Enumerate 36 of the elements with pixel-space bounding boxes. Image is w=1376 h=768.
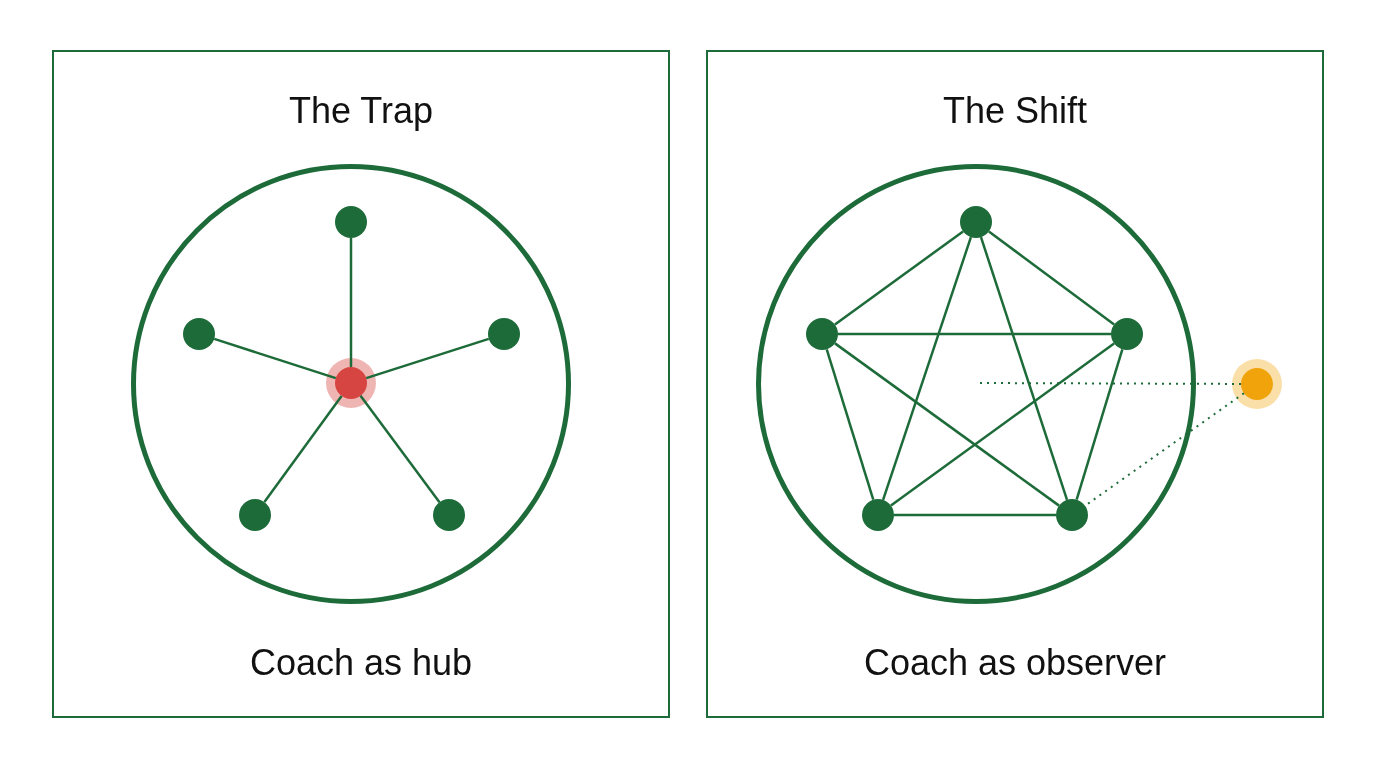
hub-node: [335, 367, 367, 399]
panel-caption: Coach as observer: [862, 642, 1168, 684]
dot-node: [335, 206, 367, 238]
connector-line: [263, 395, 343, 503]
connector-line: [834, 342, 1060, 507]
connector-line: [988, 230, 1115, 326]
dot-node: [862, 499, 894, 531]
connector-line: [834, 230, 964, 326]
dot-node: [806, 318, 838, 350]
panel: [706, 50, 1324, 718]
panel-caption: Coach as hub: [248, 642, 474, 684]
dot-node: [960, 206, 992, 238]
panel-title: The Shift: [941, 90, 1089, 132]
connector-line: [894, 513, 1056, 517]
panel-title: The Trap: [287, 90, 435, 132]
dot-node: [488, 318, 520, 350]
dot-node: [1056, 499, 1088, 531]
connector-line: [838, 332, 1111, 336]
dot-node: [239, 499, 271, 531]
connector-line: [881, 236, 973, 501]
connector-line: [365, 337, 490, 380]
dotted-line: [977, 382, 1242, 385]
panel: [52, 50, 670, 718]
connector-line: [979, 236, 1069, 501]
connector-line: [213, 337, 337, 380]
circle-outline: [756, 164, 1196, 604]
connector-line: [1075, 348, 1124, 501]
connector-line: [890, 342, 1115, 507]
dot-node: [1111, 318, 1143, 350]
connector-line: [349, 238, 353, 367]
connector-line: [825, 348, 875, 501]
circle-outline: [131, 164, 571, 604]
dot-node: [433, 499, 465, 531]
dot-node: [183, 318, 215, 350]
observer-node: [1241, 368, 1273, 400]
connector-line: [359, 395, 441, 503]
